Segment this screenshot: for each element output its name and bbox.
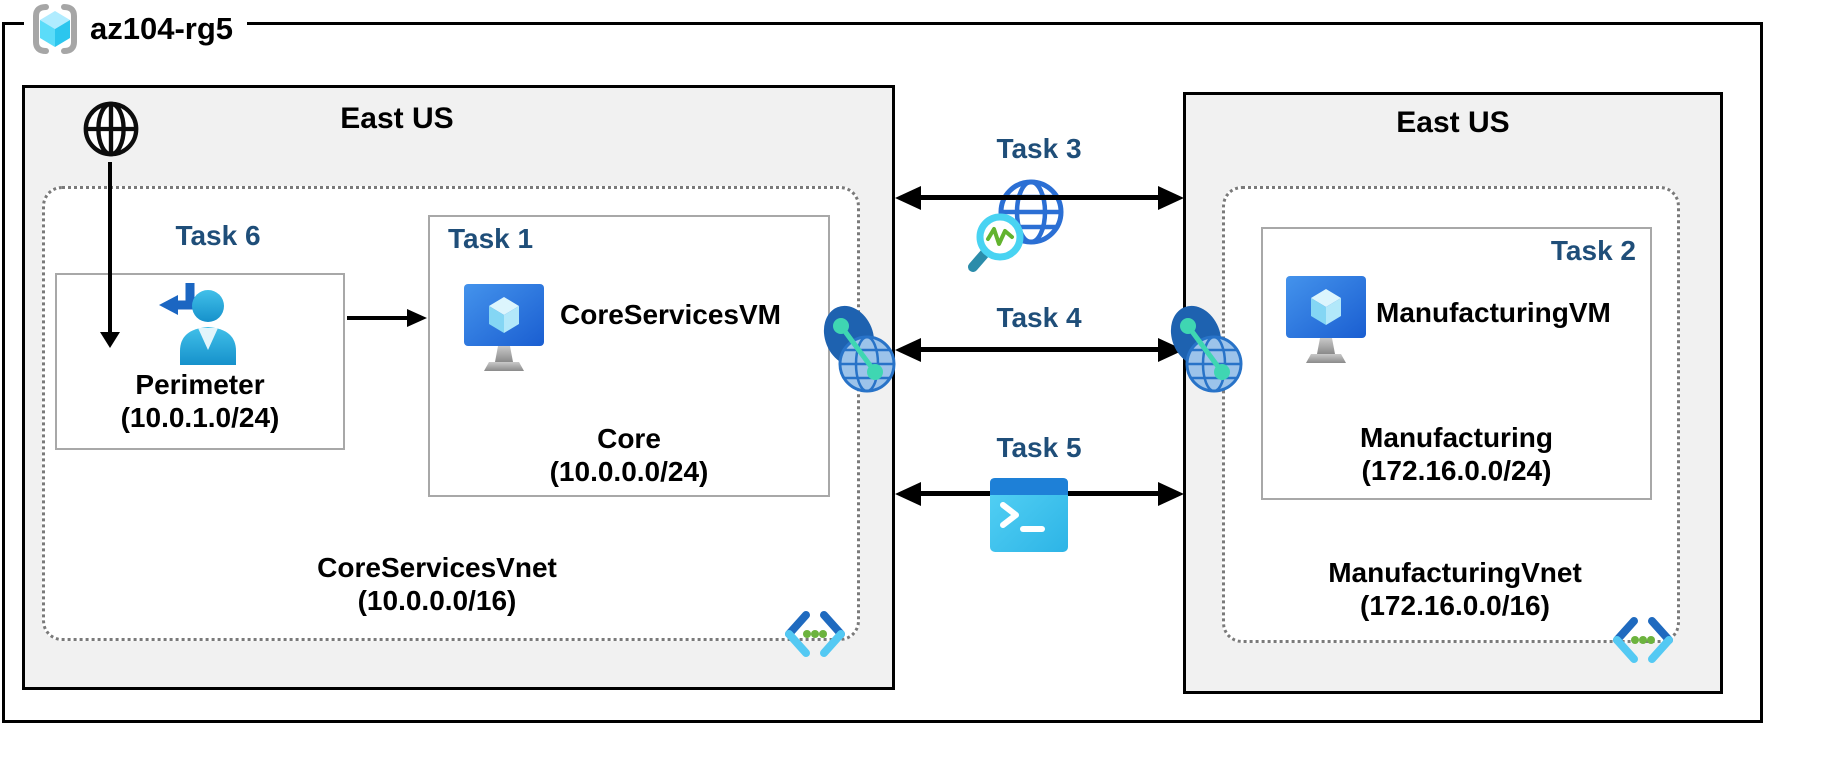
task5-label: Task 5 — [996, 432, 1082, 463]
manufacturing-subnet-box — [1261, 227, 1652, 500]
resource-group-icon — [33, 4, 77, 54]
task2-label: Task 2 — [1550, 235, 1636, 266]
task3-arrowhead-right — [1158, 186, 1184, 210]
internet-to-perimeter-arrow-line — [108, 162, 112, 334]
task6-label: Task 6 — [175, 220, 261, 251]
core-subnet-name: Core — [597, 423, 661, 454]
manufacturing-subnet-cidr: (172.16.0.0/24) — [1361, 455, 1552, 486]
task4-arrowhead-left — [895, 338, 921, 362]
cloud-shell-icon — [990, 478, 1068, 552]
resource-group-name: az104-rg5 — [90, 11, 234, 46]
core-vnet-name: CoreServicesVnet — [317, 552, 557, 583]
task5-arrowhead-right — [1158, 482, 1184, 506]
core-vm-name: CoreServicesVM — [560, 299, 782, 330]
vnet-icon-left — [785, 611, 845, 657]
right-region-title: East US — [1396, 106, 1510, 139]
perimeter-subnet-name: Perimeter — [135, 369, 265, 400]
task4-arrow-line — [919, 347, 1159, 352]
guest-user-icon — [159, 283, 236, 365]
perimeter-subnet-cidr: (10.0.1.0/24) — [120, 402, 280, 433]
task3-arrow-line — [919, 195, 1159, 200]
network-watcher-icon — [968, 179, 1064, 272]
manufacturing-vm-name: ManufacturingVM — [1376, 297, 1611, 328]
manufacturing-subnet-name: Manufacturing — [1360, 422, 1553, 453]
vm-icon-core — [464, 284, 544, 371]
internet-to-perimeter-arrowhead — [100, 332, 120, 348]
core-vnet-cidr: (10.0.0.0/16) — [357, 585, 517, 616]
left-region-title: East US — [340, 102, 454, 135]
task5-arrowhead-left — [895, 482, 921, 506]
core-subnet-box — [428, 215, 830, 497]
perimeter-to-vm-arrow-line — [347, 316, 409, 320]
manufacturing-vnet-cidr: (172.16.0.0/16) — [1360, 590, 1550, 621]
vnet-icon-right — [1613, 617, 1673, 663]
peering-icon-left — [823, 305, 896, 393]
internet-icon — [83, 101, 139, 157]
perimeter-to-vm-arrowhead — [407, 309, 427, 327]
resource-group-label: az104-rg5 — [24, 0, 248, 58]
task1-label: Task 1 — [448, 223, 534, 254]
vm-icon-manufacturing — [1286, 276, 1366, 363]
task3-arrowhead-left — [895, 186, 921, 210]
task3-label: Task 3 — [996, 133, 1082, 164]
peering-icon-right — [1170, 305, 1243, 393]
core-subnet-cidr: (10.0.0.0/24) — [549, 456, 709, 487]
manufacturing-vnet-name: ManufacturingVnet — [1328, 557, 1582, 588]
task4-label: Task 4 — [996, 302, 1082, 333]
